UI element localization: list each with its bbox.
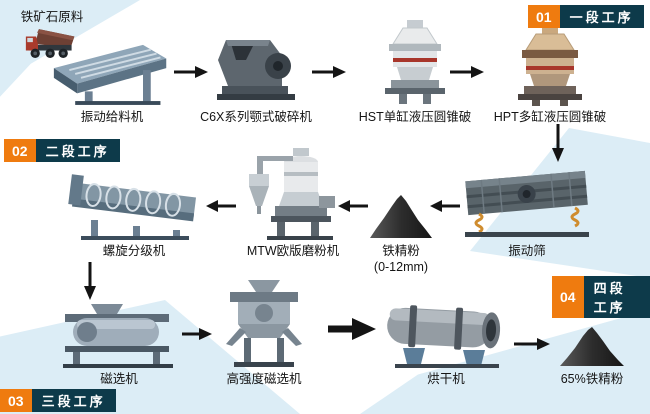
final-iron-powder-pile-icon <box>556 324 628 368</box>
badge-stage-1: 01 一段工序 <box>528 5 644 28</box>
hst-cone-crusher-icon <box>373 18 457 106</box>
badge-stage-1-number: 01 <box>528 5 560 28</box>
iron-powder-label: 铁精粉 <box>382 244 420 258</box>
node-iron-powder: 铁精粉 (0-12mm) <box>364 192 438 276</box>
dump-truck-icon <box>24 25 80 63</box>
badge-stage-2-number: 02 <box>4 139 36 162</box>
arrow-mill-to-classifier <box>206 198 236 214</box>
arrow-dryer-to-final-powder <box>514 336 550 352</box>
arrow-jaw-crusher-to-hst <box>312 64 346 80</box>
spiral-classifier-icon <box>67 170 201 240</box>
dryer-icon <box>381 298 511 368</box>
node-hst-cone-crusher: HST单缸液压圆锥破 <box>352 18 478 125</box>
badge-stage-4: 04 四段工序 <box>552 276 650 318</box>
jaw-crusher-icon <box>212 34 300 106</box>
arrow-screen-to-iron-powder <box>430 198 460 214</box>
final-iron-powder-label: 65%铁精粉 <box>560 372 624 386</box>
vibrating-screen-icon <box>457 164 597 240</box>
arrow-magnetic-separator-to-high-intensity <box>182 326 212 342</box>
hpt-cone-crusher-icon <box>508 24 592 106</box>
badge-stage-4-number: 04 <box>552 276 584 318</box>
node-mtw-mill: MTW欧版磨粉机 <box>240 148 346 259</box>
arrow-classifier-down-to-magnetic-separator <box>82 262 98 300</box>
arrow-iron-powder-to-mill <box>338 198 368 214</box>
badge-stage-3: 03 三段工序 <box>0 389 116 412</box>
node-dryer: 烘干机 <box>380 298 512 387</box>
raw-material-label: 铁矿石原料 <box>20 10 84 24</box>
magnetic-separator-label: 磁选机 <box>100 372 138 386</box>
iron-powder-pile-icon <box>366 192 436 240</box>
mtw-mill-icon <box>241 148 345 240</box>
hpt-cone-crusher-label: HPT多缸液压圆锥破 <box>493 110 607 124</box>
high-intensity-magnetic-separator-icon <box>210 278 318 368</box>
node-raw-material: 铁矿石原料 <box>6 6 98 63</box>
node-vibrating-screen: 振动筛 <box>456 164 598 259</box>
jaw-crusher-label: C6X系列颚式破碎机 <box>200 110 312 124</box>
node-final-iron-powder: 65%铁精粉 <box>552 324 632 387</box>
badge-stage-3-label: 三段工序 <box>31 389 116 412</box>
vibrating-screen-label: 振动筛 <box>508 244 546 258</box>
magnetic-separator-icon <box>57 302 181 368</box>
spiral-classifier-label: 螺旋分级机 <box>102 244 166 258</box>
arrow-feeder-to-jaw-crusher <box>174 64 208 80</box>
hst-cone-crusher-label: HST单缸液压圆锥破 <box>358 110 472 124</box>
node-magnetic-separator: 磁选机 <box>56 302 182 387</box>
vibrating-feeder-icon <box>50 38 174 106</box>
node-hpt-cone-crusher: HPT多缸液压圆锥破 <box>486 24 614 125</box>
badge-stage-2-label: 二段工序 <box>35 139 120 162</box>
badge-stage-2: 02 二段工序 <box>4 139 120 162</box>
arrow-hpt-down-to-screen <box>550 124 566 162</box>
badge-stage-1-label: 一段工序 <box>559 5 644 28</box>
node-jaw-crusher: C6X系列颚式破碎机 <box>198 34 314 125</box>
arrow-hst-to-hpt <box>450 64 484 80</box>
vibrating-feeder-label: 振动给料机 <box>80 110 144 124</box>
node-high-intensity-magnetic-separator: 高强度磁选机 <box>208 278 320 387</box>
node-spiral-classifier: 螺旋分级机 <box>64 170 204 259</box>
arrow-high-intensity-to-dryer-large <box>328 316 376 342</box>
dryer-label: 烘干机 <box>427 372 465 386</box>
high-intensity-magnetic-separator-label: 高强度磁选机 <box>226 372 302 386</box>
badge-stage-4-label: 四段工序 <box>583 276 650 318</box>
badge-stage-3-number: 03 <box>0 389 32 412</box>
mtw-mill-label: MTW欧版磨粉机 <box>246 244 340 258</box>
iron-powder-sublabel: (0-12mm) <box>373 260 429 275</box>
node-vibrating-feeder: 振动给料机 <box>48 38 176 125</box>
